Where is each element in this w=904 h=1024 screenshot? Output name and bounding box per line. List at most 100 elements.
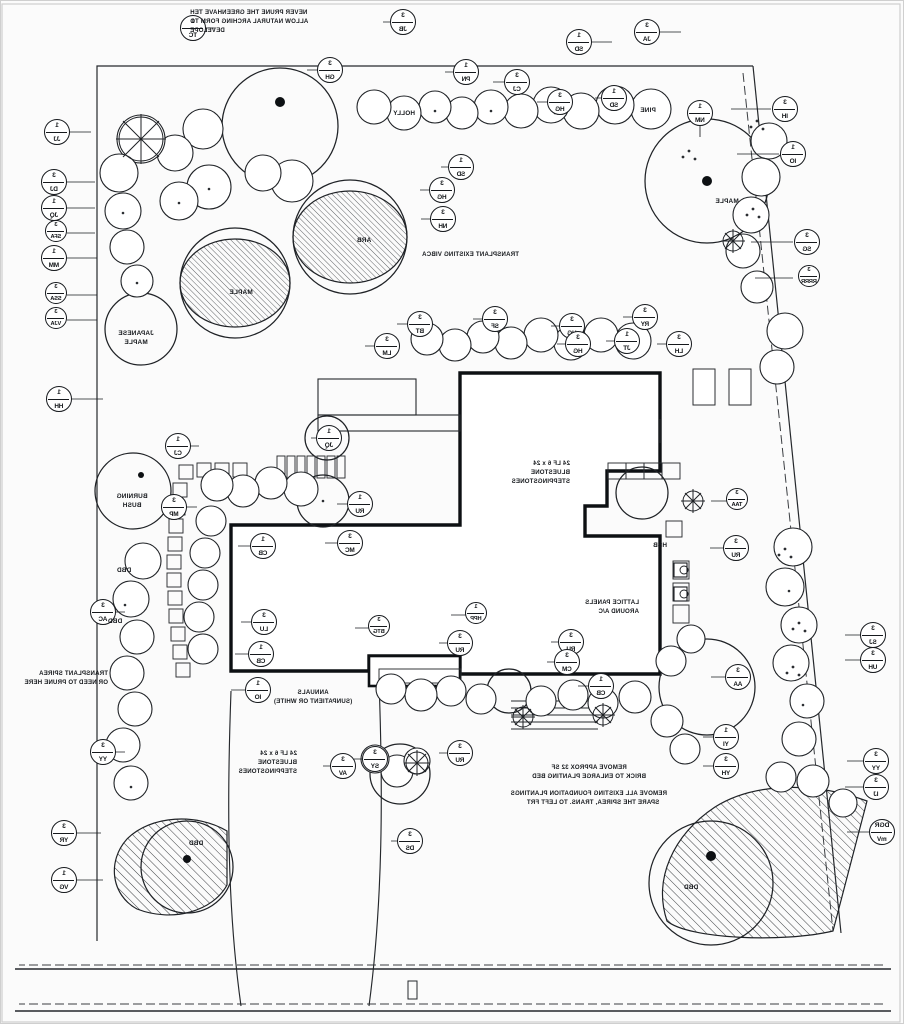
callout-plant-code: VG — [59, 883, 69, 891]
plant-text-label: DBD — [683, 884, 699, 891]
plant-text-label: MAPLE — [229, 289, 253, 296]
callout-quantity: 1 — [261, 535, 265, 543]
callout-plant-code: HPP — [470, 615, 482, 622]
callout-quantity: 3 — [805, 231, 809, 239]
callout-quantity: 3 — [54, 222, 58, 228]
callout-quantity: 3 — [401, 11, 405, 19]
callout-plant-code: UH — [868, 663, 878, 671]
plan-note: LATTICE PANELS AROUND A/C — [584, 599, 639, 615]
callout-quantity: 1 — [327, 427, 331, 435]
callout-divider — [250, 654, 272, 655]
plant-text-label: DBD — [116, 567, 132, 574]
callout-plant-code: LH — [674, 347, 684, 355]
callout-plant-code: SJ — [869, 638, 877, 646]
callout-divider — [774, 109, 796, 110]
callout-plant-code: YH — [721, 769, 731, 777]
callout-plant-code: BT — [415, 327, 425, 335]
callout-quantity: 3 — [440, 179, 444, 187]
callout-plant-code: SFA — [50, 233, 62, 240]
callout-divider — [636, 32, 658, 33]
callout-plant-code: NM — [695, 116, 705, 124]
callout-plant-code: YI — [723, 740, 729, 748]
callout-quantity: 3 — [871, 649, 875, 657]
callout-quantity: 3 — [348, 532, 352, 540]
callout-plant-code: CM — [562, 665, 572, 673]
plan-note: ANNUALS (SUNPATIENT OR WHITE) — [273, 689, 353, 705]
callout-divider — [715, 737, 737, 738]
callout-divider — [92, 612, 114, 613]
callout-plant-code: YY — [98, 755, 108, 763]
callout-divider — [43, 208, 65, 209]
plant-text-label: DBD — [188, 840, 204, 847]
callout-divider — [590, 686, 612, 687]
callout-quantity: 3 — [783, 98, 787, 106]
callout-divider — [43, 182, 65, 183]
callout-divider — [568, 42, 590, 43]
callout-divider — [450, 167, 472, 168]
callout-divider — [319, 70, 341, 71]
callout-quantity: 1 — [698, 102, 702, 110]
